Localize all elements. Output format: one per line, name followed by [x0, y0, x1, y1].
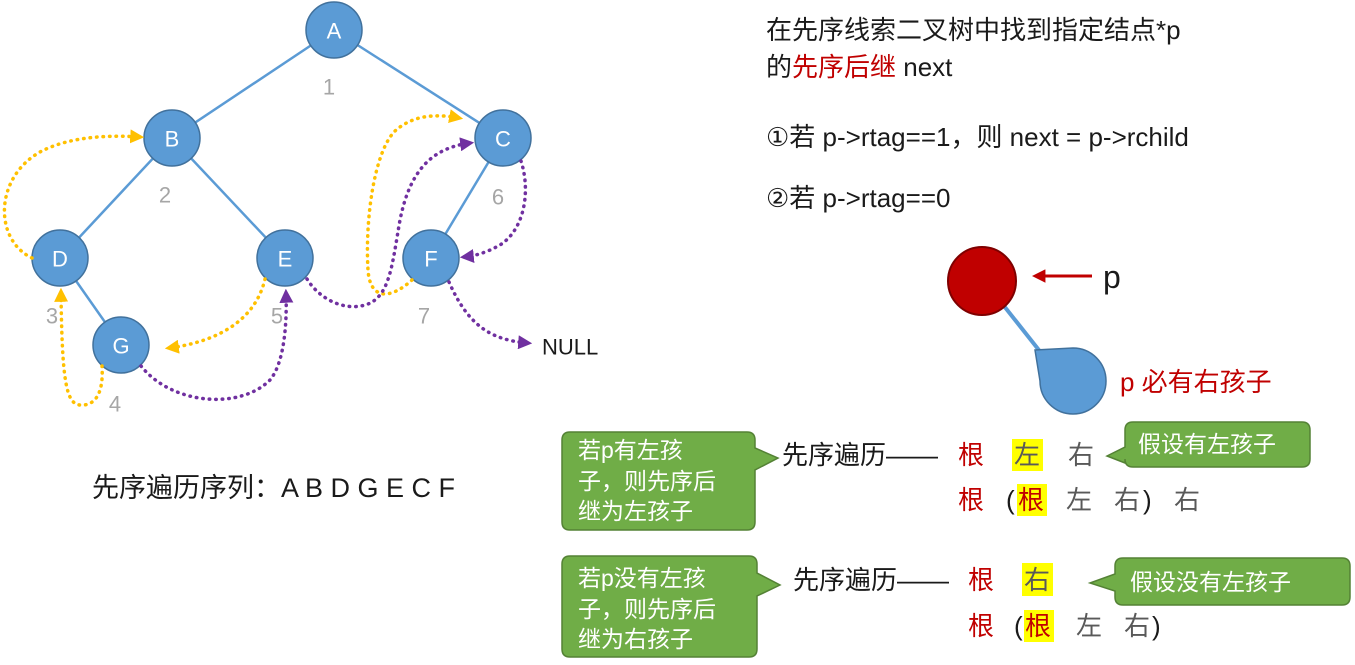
- order-number-c: 6: [492, 185, 504, 210]
- callout-with-left-child: [561, 431, 780, 531]
- highlight-left: [1012, 439, 1043, 471]
- callout-line: 若p有左孩: [578, 437, 683, 463]
- order-number-g: 4: [109, 392, 121, 417]
- row1-root: 根: [968, 565, 994, 595]
- order-number-a: 1: [323, 75, 335, 100]
- tree-node-e: E: [256, 229, 314, 287]
- tree-node-a: A: [305, 1, 363, 59]
- null-label: NULL: [542, 335, 598, 360]
- tree-node-f: F: [402, 229, 460, 287]
- title-line2-key: 先序后继: [792, 52, 896, 82]
- order-number-e: 5: [271, 304, 283, 329]
- row2-sub-left: 左: [1066, 485, 1092, 515]
- assumption-text: 假设有左孩子: [1138, 431, 1276, 457]
- p-node: [947, 246, 1017, 316]
- rule-case1: ①若 p->rtag==1，则 next = p->rchild: [766, 122, 1189, 152]
- row2-close-paren: ): [1152, 611, 1161, 641]
- highlight-right: [1022, 563, 1053, 596]
- row2-open-paren: (: [1006, 485, 1015, 515]
- title-line2-pre: 的: [766, 52, 792, 82]
- callout-line: 若p没有左孩: [578, 565, 706, 591]
- thread-e-to-g: [164, 277, 267, 354]
- highlight-sub-root: [1024, 610, 1054, 642]
- preorder-sequence-caption: 先序遍历序列：A B D G E C F: [92, 473, 455, 503]
- row1-left: 左: [1014, 440, 1040, 470]
- assumption-callout-without-left: [1087, 557, 1351, 606]
- thread-e-to-c: [305, 137, 475, 309]
- preorder-numbers: 1 2 6 3 5 7 4: [46, 75, 504, 417]
- thread-c-to-f: [459, 159, 528, 263]
- tree-node-c: C: [474, 109, 532, 167]
- order-number-f: 7: [418, 304, 430, 329]
- rule-case2: ②若 p->rtag==0: [766, 183, 950, 213]
- traversal-label: 先序遍历——: [782, 440, 938, 470]
- callout-line: 继为左孩子: [578, 498, 693, 524]
- row1-right: 右: [1068, 440, 1094, 470]
- node-circle: [256, 229, 314, 287]
- tree-node-b: B: [143, 109, 201, 167]
- successor-threads: [139, 137, 533, 402]
- scenario-with-left-child: 若p有左孩 子，则先序后 继为左孩子 假设有左孩子 先序遍历—— 根 左 右 根…: [561, 421, 1311, 531]
- p-right-child-link: [1002, 304, 1044, 356]
- edge-a-b: [171, 28, 335, 140]
- highlight-sub-root: [1017, 484, 1047, 516]
- node-label: E: [278, 247, 293, 272]
- node-label: D: [52, 247, 68, 272]
- node-circle: [305, 1, 363, 59]
- thread-f-to-c: [365, 109, 464, 296]
- row2-sub-right: 右: [1114, 485, 1140, 515]
- rule-title-line1: 在先序线索二叉树中找到指定结点*p: [766, 15, 1181, 45]
- callout-without-left-child: [561, 555, 782, 658]
- assumption-text: 假设没有左孩子: [1130, 569, 1291, 595]
- thread-g-to-e: [139, 288, 294, 402]
- row2-open-paren: (: [1014, 611, 1023, 641]
- row2-sub-right: 右: [1124, 611, 1150, 641]
- callout-line: 子，则先序后: [578, 468, 716, 494]
- sequence-caption-label: 先序遍历序列：: [92, 473, 281, 503]
- tree-edges: [58, 28, 505, 346]
- node-circle: [402, 229, 460, 287]
- node-label: A: [327, 19, 342, 44]
- thread-g-to-d: [54, 287, 104, 407]
- traversal-label: 先序遍历——: [793, 565, 949, 595]
- predecessor-threads: [2, 109, 464, 407]
- row2-sub-root: 根: [1025, 611, 1051, 641]
- order-number-b: 2: [159, 183, 171, 208]
- right-child-node: [1034, 347, 1107, 415]
- sequence-values: A B D G E C F: [281, 473, 455, 503]
- node-label: F: [424, 247, 437, 272]
- title-line2-post: next: [896, 52, 953, 82]
- thread-d-to-b: [2, 129, 145, 260]
- scenario-without-left-child: 若p没有左孩 子，则先序后 继为右孩子 假设没有左孩子 先序遍历—— 根 右 根…: [561, 555, 1351, 658]
- node-label: C: [495, 127, 511, 152]
- node-label: B: [165, 127, 180, 152]
- p-pointer-label: p: [1103, 259, 1121, 295]
- rule-title-line2: 的先序后继 next: [766, 52, 953, 82]
- row2-root: 根: [968, 611, 994, 641]
- tree-nodes: A B C D E F G: [31, 1, 532, 374]
- row1-right: 右: [1024, 565, 1050, 595]
- node-label: G: [112, 334, 129, 359]
- callout-line: 子，则先序后: [578, 596, 716, 622]
- thread-f-to-null: [447, 280, 533, 350]
- node-circle: [474, 109, 532, 167]
- node-circle: [92, 316, 150, 374]
- row2-close-paren: ): [1143, 485, 1152, 515]
- tree-node-g: G: [92, 316, 150, 374]
- tree-node-d: D: [31, 229, 89, 287]
- order-number-d: 3: [46, 304, 58, 329]
- row2-sub-root: 根: [1018, 485, 1044, 515]
- row1-root: 根: [958, 440, 984, 470]
- right-child-note: p 必有右孩子: [1120, 367, 1272, 397]
- callout-line: 继为右孩子: [578, 626, 693, 652]
- row2-root: 根: [958, 485, 984, 515]
- edge-a-c: [333, 28, 504, 140]
- row2-sub-left: 左: [1076, 611, 1102, 641]
- assumption-callout-with-left: [1105, 421, 1311, 468]
- row2-right: 右: [1174, 485, 1200, 515]
